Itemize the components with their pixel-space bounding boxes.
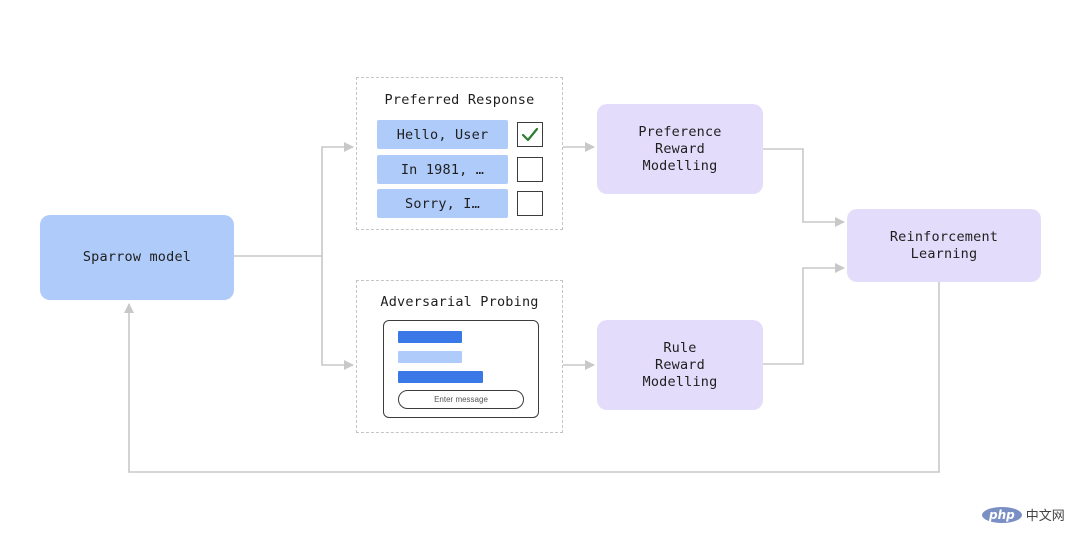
adversarial-probing-group: Adversarial Probing Enter message (356, 280, 563, 433)
reinforcement-learning-node: Reinforcement Learning (847, 209, 1041, 282)
arrow-sparrow-to-preferred (234, 142, 354, 257)
arrow-rule-rm-to-rl (763, 263, 845, 365)
rule-reward-modelling-node: Rule Reward Modelling (597, 320, 763, 410)
chat-window-illustration: Enter message (383, 320, 539, 418)
response-checkbox[interactable] (517, 157, 543, 182)
preference-reward-modelling-label: Preference Reward Modelling (638, 123, 722, 174)
chat-message-bar (398, 331, 462, 343)
arrow-sparrow-to-adversarial (321, 256, 354, 370)
preferred-response-title: Preferred Response (384, 92, 535, 108)
sparrow-model-node: Sparrow model (40, 215, 234, 300)
chat-message-bar (398, 351, 462, 363)
message-input[interactable]: Enter message (398, 390, 524, 409)
reinforcement-learning-label: Reinforcement Learning (889, 228, 999, 262)
preferred-response-group: Preferred Response Hello, User In 1981, … (356, 77, 563, 230)
response-pill: In 1981, … (377, 155, 508, 184)
sparrow-model-label: Sparrow model (82, 249, 192, 265)
preference-reward-modelling-node: Preference Reward Modelling (597, 104, 763, 194)
response-checkbox[interactable] (517, 191, 543, 216)
watermark: php 中文网 (982, 505, 1065, 524)
watermark-text: 中文网 (1025, 509, 1065, 524)
chat-message-bar (398, 371, 483, 383)
checkmark-icon (521, 127, 539, 142)
arrow-rl-to-sparrow-feedback (124, 282, 940, 473)
php-logo: php (982, 506, 1022, 523)
response-pill: Hello, User (377, 120, 508, 149)
adversarial-probing-title: Adversarial Probing (380, 294, 539, 310)
rule-reward-modelling-label: Rule Reward Modelling (642, 339, 718, 390)
arrow-preference-rm-to-rl (763, 148, 845, 227)
response-checkbox-checked[interactable] (517, 122, 543, 147)
response-pill: Sorry, I… (377, 189, 508, 218)
